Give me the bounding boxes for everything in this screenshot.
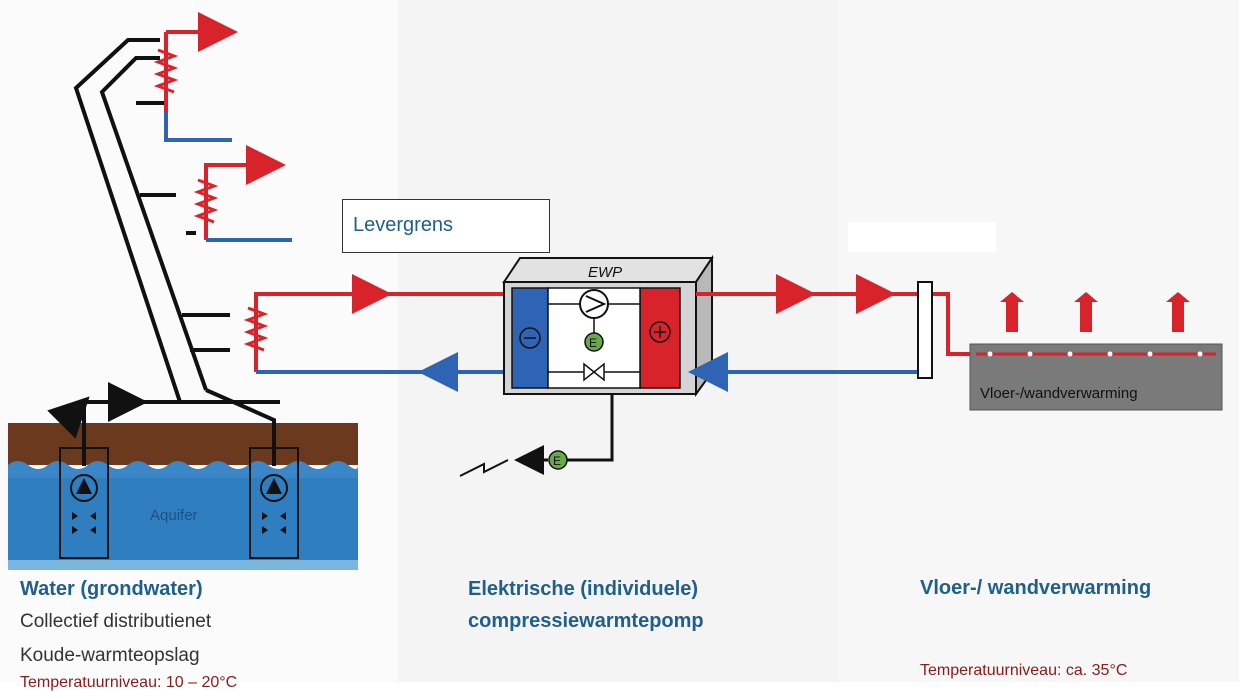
panel-right xyxy=(838,0,1239,682)
left-column-title: Water (grondwater) xyxy=(20,578,203,600)
blank-label-box xyxy=(848,222,996,252)
distribution-riser xyxy=(47,38,280,466)
power-e-symbol: E xyxy=(553,454,561,468)
left-column-temp-partial: Temperatuurniveau: 10 – 20°C xyxy=(20,674,238,691)
right-column-title: Vloer-/ wandverwarming xyxy=(920,577,1152,599)
levergrens-label: Levergrens xyxy=(353,214,454,236)
secondary-circuit xyxy=(688,274,980,392)
middle-column-title-line1: Elektrische (individuele) xyxy=(468,578,699,600)
floor-heating: Vloer-/wandverwarming xyxy=(969,292,1223,411)
left-column-line1: Collectief distributienet xyxy=(20,611,212,632)
middle-column-title-line2: compressiewarmtepomp xyxy=(468,610,704,632)
ewp-unit: EWP E xyxy=(502,254,714,398)
ewp-e-symbol: E xyxy=(589,336,597,350)
aquifer: Aquifer xyxy=(8,423,358,570)
branch-ewp xyxy=(243,274,504,392)
power-supply: E xyxy=(459,394,614,477)
branch-top xyxy=(153,12,238,142)
ewp-label: EWP xyxy=(588,264,622,281)
branch-middle xyxy=(193,145,292,242)
heat-arrows xyxy=(1000,292,1190,332)
left-column-line2: Koude-warmteopslag xyxy=(20,645,200,666)
floor-heating-label: Vloer-/wandverwarming xyxy=(980,385,1138,402)
aquifer-label: Aquifer xyxy=(150,507,198,524)
right-column-temp: Temperatuurniveau: ca. 35°C xyxy=(920,662,1128,679)
levergrens-box: Levergrens xyxy=(342,199,550,253)
